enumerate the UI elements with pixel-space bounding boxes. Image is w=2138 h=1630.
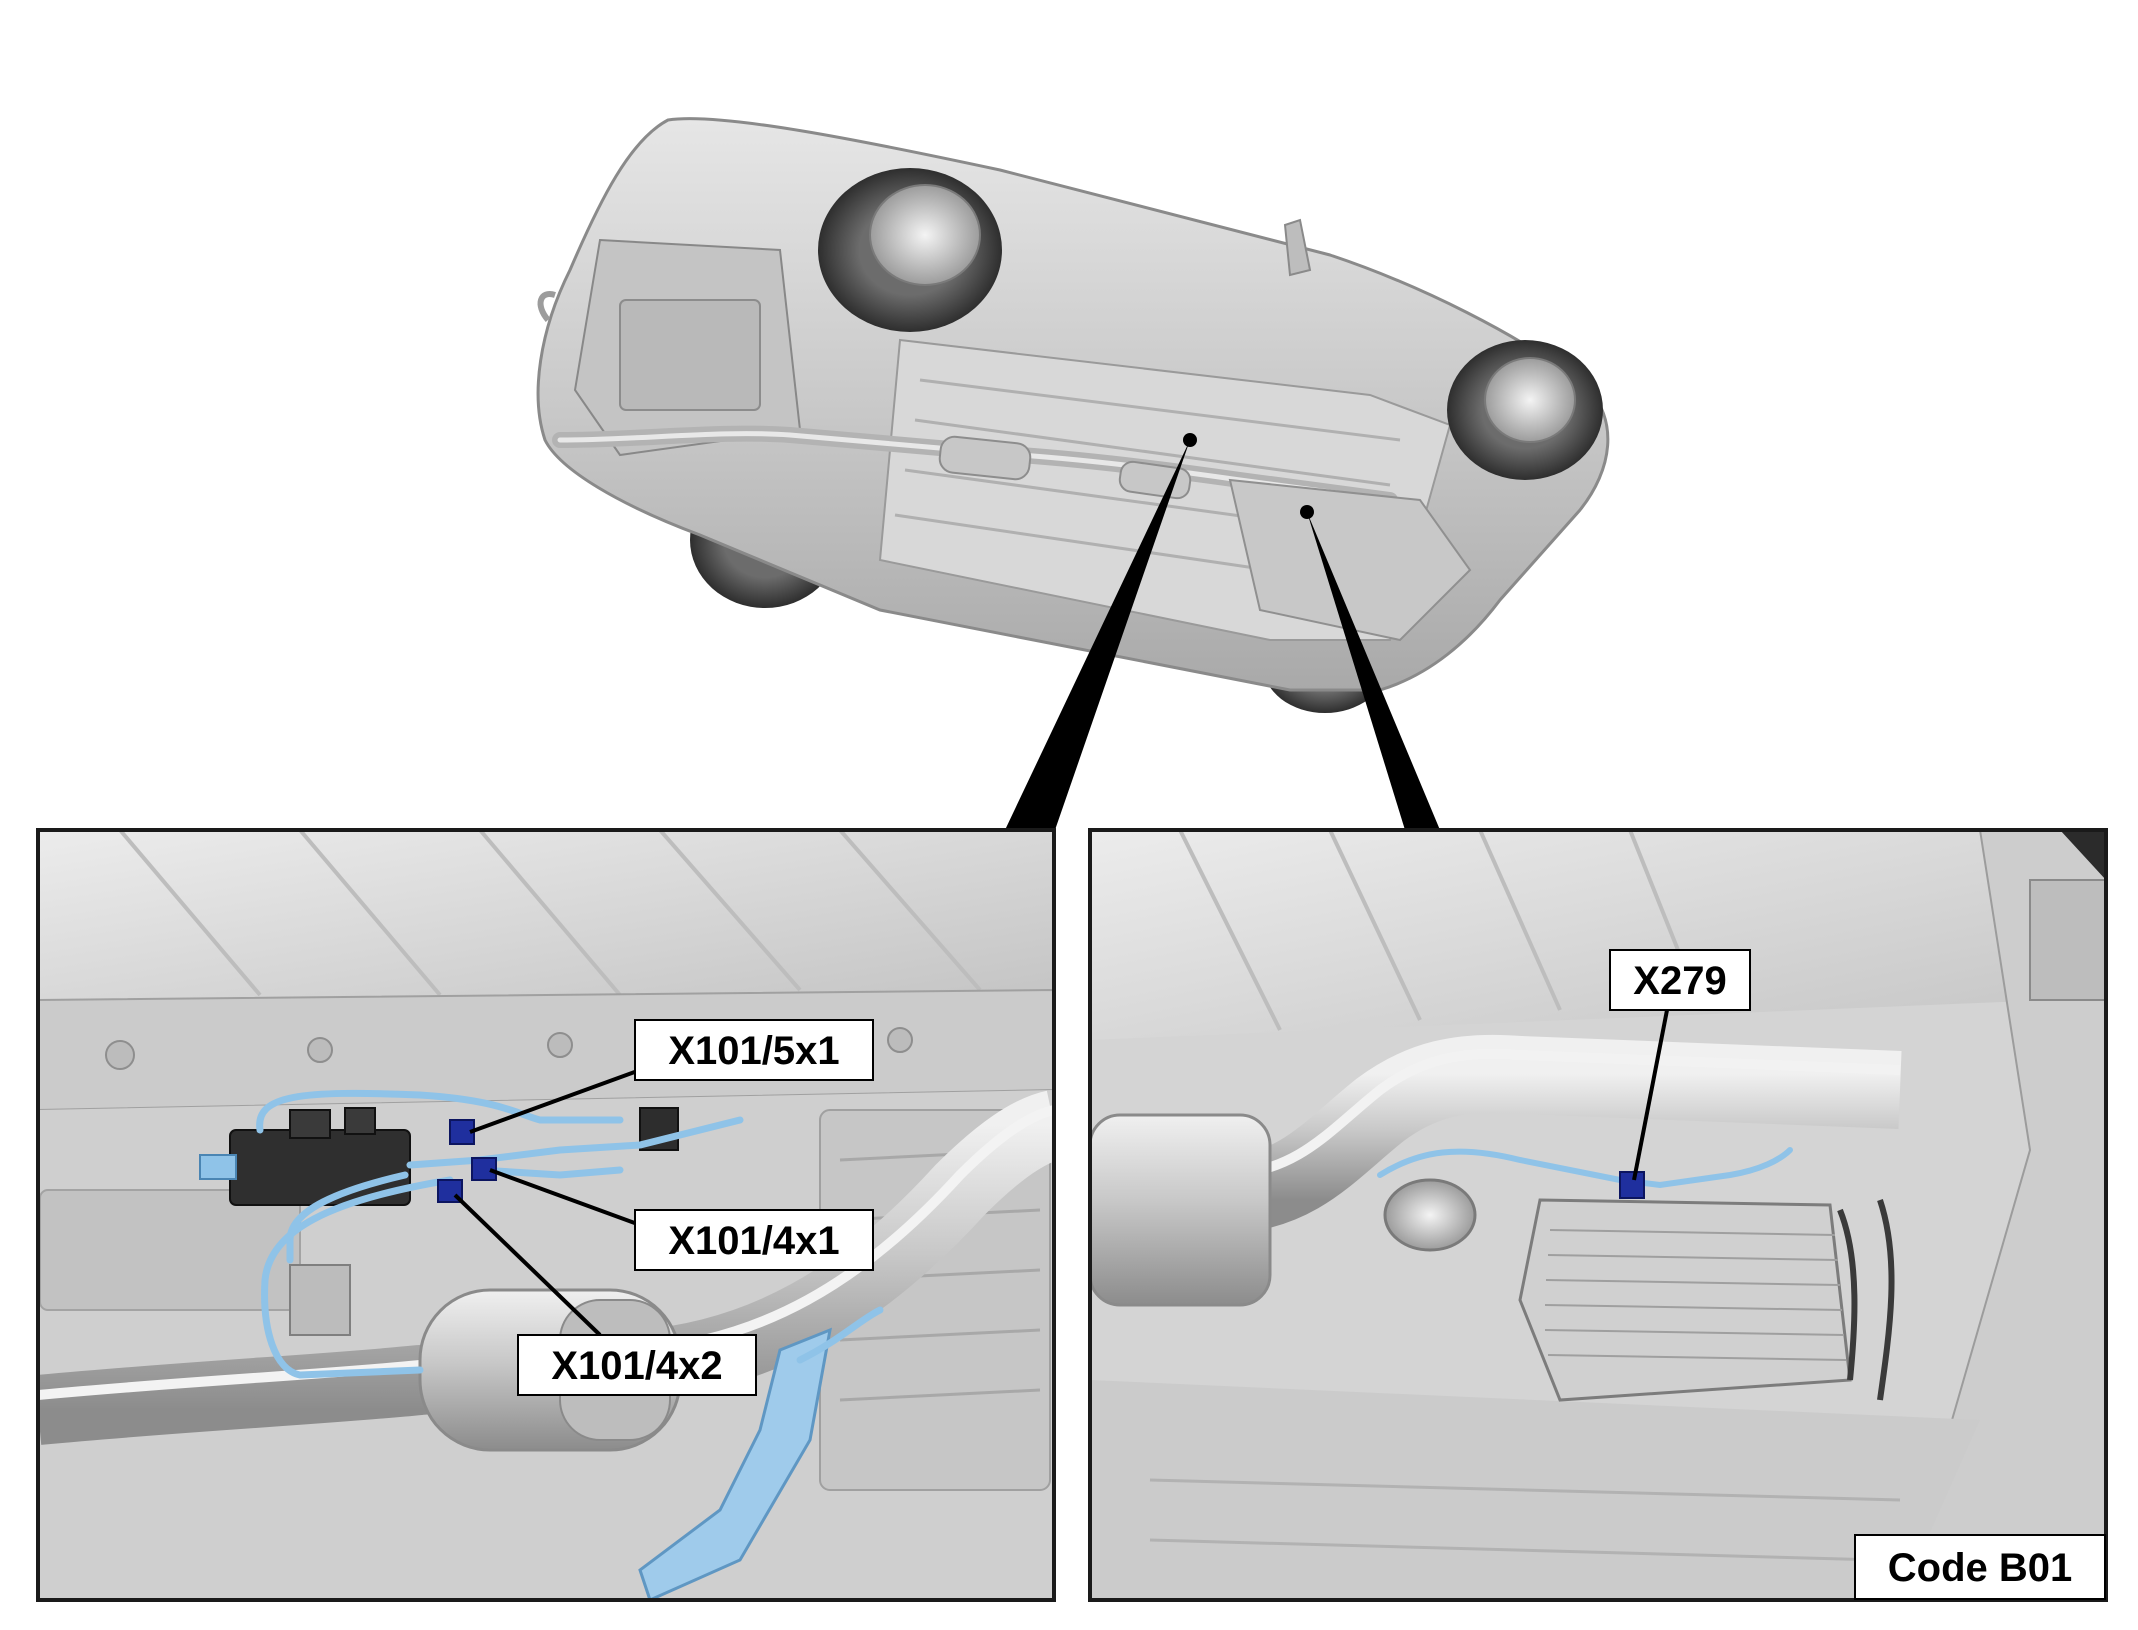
right-detail-panel xyxy=(1090,830,2106,1600)
leader-wedge-left xyxy=(1005,440,1190,830)
svg-text:X101/4x2: X101/4x2 xyxy=(551,1344,722,1388)
wiring-harness-right xyxy=(1377,1147,1793,1189)
front-right-wheel xyxy=(1447,340,1603,480)
connector-x279 xyxy=(1619,1171,1645,1199)
svg-text:X101/5x1: X101/5x1 xyxy=(668,1029,839,1073)
svg-text:X101/4x1: X101/4x1 xyxy=(668,1219,839,1263)
wiring-harness xyxy=(256,1089,884,1379)
leader-wedge-right xyxy=(1307,512,1440,830)
vehicle-underside-overview xyxy=(536,117,1610,713)
callout-x101-4x1: X101/4x1 xyxy=(634,1209,874,1271)
callout-x279: X279 xyxy=(1609,949,1751,1011)
left-detail-panel xyxy=(38,830,1054,1600)
right-detail-frame xyxy=(1088,828,2108,1602)
connector-x101-4x1 xyxy=(471,1157,497,1181)
leader-x101-4x2 xyxy=(453,1193,602,1337)
leader-x101-4x1 xyxy=(489,1168,641,1227)
leader-x101-5x1 xyxy=(469,1068,641,1134)
exhaust-pipe-detail-right xyxy=(1090,1034,1902,1239)
callout-x101-5x1: X101/5x1 xyxy=(634,1019,874,1081)
leader-x279 xyxy=(1632,1004,1670,1181)
left-detail-frame xyxy=(36,828,1056,1602)
harness-bracket xyxy=(638,1327,832,1600)
callout-x101-4x2: X101/4x2 xyxy=(517,1334,757,1396)
svg-text:X279: X279 xyxy=(1633,959,1726,1003)
front-underbody-area xyxy=(1228,478,1472,642)
rear-right-wheel xyxy=(818,168,1002,332)
muffler xyxy=(1090,1113,1272,1307)
transmission-oil-pan xyxy=(1518,1198,1852,1402)
svg-text:Code B01: Code B01 xyxy=(1888,1546,2073,1590)
code-label: Code B01 xyxy=(1854,1534,2106,1600)
